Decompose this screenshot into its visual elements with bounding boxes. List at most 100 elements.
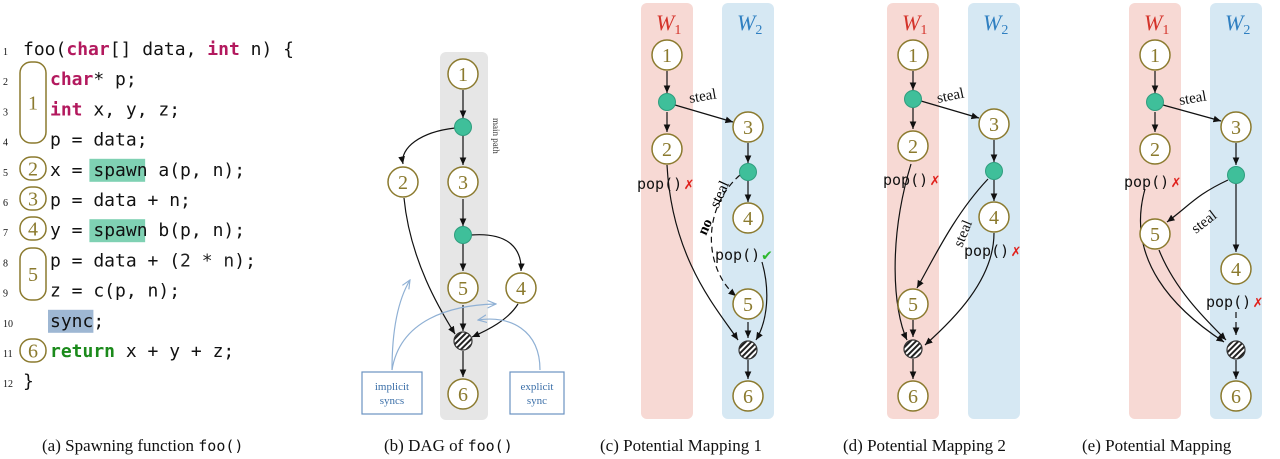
m3-node-3-label: 3 [1231,117,1241,139]
m2-node-5-label: 5 [908,294,918,316]
m2-node-1-circle [897,39,929,71]
m3-node-5-circle [1139,218,1171,250]
m2-node-3-circle [978,108,1010,140]
caption-d: (d) Potential Mapping 2 [843,436,1006,455]
dag-node-3-circle [447,166,479,198]
code-line: p = data; [50,130,148,151]
m3-edge-2-sync [1139,188,1225,343]
strand-bracket-1 [19,61,47,144]
m2-edge-4-sync [924,232,995,346]
worker-letter: W [902,10,922,35]
code-line-number: 6 [3,198,8,209]
m2-node-4-label: 4 [989,207,999,229]
dag-spawn-1 [454,118,472,136]
dag-node-6-label: 6 [458,384,468,406]
code-token: ; [93,311,104,332]
m3-node-3: 3 [1220,111,1252,143]
m2-pop-2-x-icon: ✗ [1011,241,1021,260]
m3-node-6-label: 6 [1231,386,1241,408]
dag-edge-4-sync [471,303,519,338]
m2-node-2: 2 [897,130,929,162]
code-token: b(p, n); [148,220,246,241]
m1-pop-1: pop()✗ [637,174,694,193]
dag-edge-spawn-2 [398,127,456,165]
m3-node-4-circle [1220,253,1252,285]
explicit-sync-label-1: explicit [521,381,554,393]
m1-pop-1-text: pop() [637,175,682,193]
captions: (a) Spawning function foo() (b) DAG of f… [42,436,1232,455]
strand-label-2: 2 [28,159,38,181]
m1-node-4-circle [732,202,764,234]
m1-edge-steal-3 [674,104,734,124]
m3-pop-1-x-icon: ✗ [1171,172,1181,191]
m1-node-4-label: 4 [743,208,753,230]
mapping-3-w2-label: W2 [1225,10,1250,38]
code-token: sync [50,311,93,332]
caption-b-code: foo() [468,437,513,455]
worker-letter: W [1144,10,1164,35]
dag-spawn-2 [454,226,472,244]
m2-edge-2-sync [894,163,912,341]
code-line: return x + y + z; [50,341,234,362]
m1-node-3: 3 [732,111,764,143]
m3-node-3-circle [1220,111,1252,143]
worker-sub: 2 [755,23,762,38]
code-token: spawn [93,220,147,241]
strand-bracket-6 [19,338,47,363]
m3-node-4-label: 4 [1231,259,1241,281]
implicit-syncs-label-2: syncs [380,395,404,407]
m2-node-4-circle [978,201,1010,233]
caption-b-text: (b) DAG of [384,436,468,455]
code-token: p = data; [50,130,148,151]
code-line: z = c(p, n); [50,281,180,302]
m1-node-6-circle [732,380,764,412]
m1-pop-2-check-icon: ✔ [762,245,772,264]
code-line-number: 12 [3,379,13,390]
caption-b: (b) DAG of foo() [384,436,513,455]
code-line-number: 9 [3,289,8,300]
code-line: foo(char[] data, int n) { [23,39,294,60]
dag-node-6: 6 [447,378,479,410]
worker-sub: 1 [674,23,681,38]
m1-node-4: 4 [732,202,764,234]
m2-pop-1-text: pop() [883,171,928,189]
m3-node-2-circle [1139,133,1171,165]
code-token: x, y, z; [83,99,181,120]
code-token: x = [50,160,93,181]
dag-panel: main path implicit syncs explicit sync 1… [361,52,565,420]
m3-edge-steal-5 [1166,179,1229,223]
worker-sub: 1 [1162,23,1169,38]
code-token: n) { [240,39,294,60]
code-line: sync; [50,311,104,332]
code-token: z = c(p, n); [50,281,180,302]
strand-bracket-2 [19,156,47,181]
strand-label-6: 6 [28,341,38,363]
code-line-number: 5 [3,168,8,179]
m3-pop-2: pop()✗ [1206,292,1263,311]
mapping-2-w1-column [887,3,939,419]
m1-node-2-label: 2 [662,139,672,161]
mapping-2-w1-label: W1 [902,10,927,38]
m2-pop-1-x-icon: ✗ [930,170,940,189]
worker-sub: 2 [1001,23,1008,38]
m1-edge-2-sync [666,164,739,341]
strand-bracket-4 [19,216,47,241]
dag-node-3-label: 3 [458,172,468,194]
dag-edge-spawn2-4 [470,234,525,272]
m1-spawn-2 [739,163,757,181]
m2-node-2-circle [897,130,929,162]
m2-node-6-label: 6 [908,386,918,408]
caption-a: (a) Spawning function foo() [42,436,243,455]
m3-node-5-label: 5 [1150,224,1160,246]
code-token: a(p, n); [148,160,246,181]
code-token: int [50,99,83,120]
worker-letter: W [737,10,757,35]
m2-node-1: 1 [897,39,929,71]
code-token: p = data + n; [50,190,191,211]
code-token: 2 * n [180,250,234,271]
m2-spawn-1 [904,90,922,108]
strand-label-3: 3 [28,189,38,211]
